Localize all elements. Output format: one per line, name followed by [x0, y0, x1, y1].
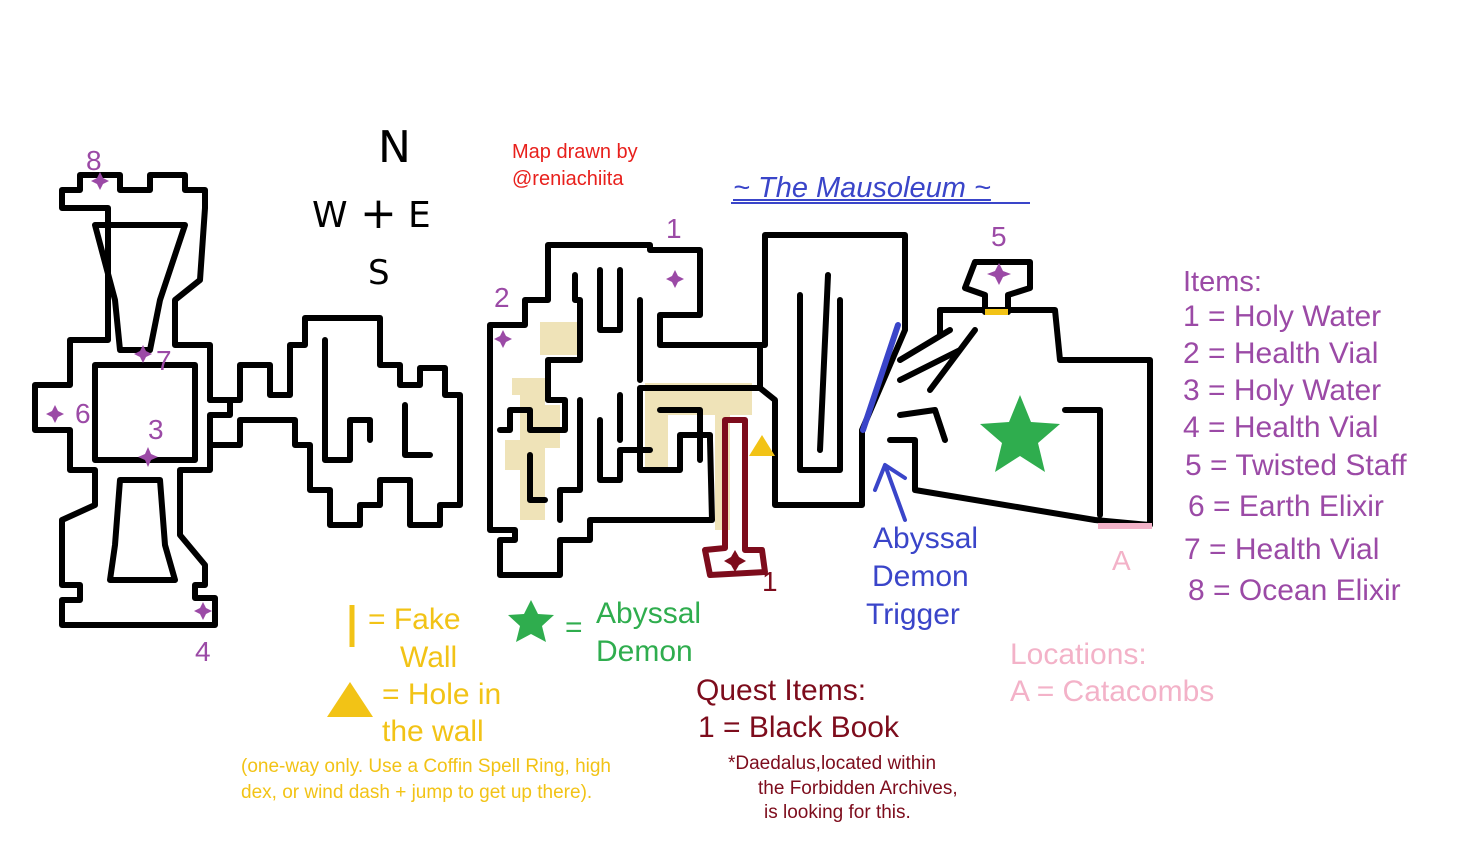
compass-west: W — [312, 195, 348, 236]
fake-wall-legend-line-2: Wall — [400, 641, 458, 674]
west-wing-lower-inner-wall — [107, 477, 178, 583]
mausoleum-hall-inner-wall — [797, 292, 843, 473]
compass-center: + — [360, 188, 397, 239]
walls — [32, 172, 1153, 628]
hole-note-line-1: (one-way only. Use a Coffin Spell Ring, … — [241, 756, 611, 777]
marker-item-5: 5 — [991, 221, 1007, 252]
boss-legend-equals: = — [565, 611, 583, 644]
boss-legend-star-icon — [508, 600, 554, 642]
items-legend-heading: Items: — [1183, 266, 1262, 298]
items-legend-entry: 3 = Holy Water — [1183, 374, 1382, 407]
items-legend-entry: 5 = Twisted Staff — [1185, 449, 1407, 482]
item-8-sparkle-icon — [91, 172, 109, 190]
item-3-sparkle-icon — [138, 447, 158, 467]
marker-item-2: 2 — [494, 282, 510, 313]
credit-line-1: Map drawn by — [512, 141, 638, 163]
marker-item-3: 3 — [148, 414, 164, 445]
items-legend-entry: 2 = Health Vial — [1183, 337, 1379, 370]
trigger-arrow-icon — [873, 463, 907, 522]
quest-note-line-3: is looking for this. — [764, 802, 911, 823]
compass-east: E — [408, 195, 431, 236]
corridor-inner-wall-a — [322, 337, 373, 463]
credit-line-2: @reniachiita — [512, 168, 624, 190]
compass-north: N — [378, 122, 411, 173]
items-legend-entry: 8 = Ocean Elixir — [1188, 574, 1401, 607]
boss-legend-line-1: Abyssal — [596, 597, 702, 630]
central-maze-inner-wall-c — [617, 392, 703, 463]
marker-item-1: 1 — [666, 213, 682, 244]
boss-chamber-inner-wall — [1062, 407, 1103, 518]
marker-quest-1: 1 — [762, 566, 778, 597]
abyssal-demon-trigger-line — [860, 322, 901, 433]
hole-legend-line-2: the wall — [382, 715, 484, 748]
quest-legend-entry: 1 = Black Book — [698, 711, 899, 744]
hole-note-line-2: dex, or wind dash + jump to get up there… — [241, 781, 593, 803]
map-title: ~ The Mausoleum ~ — [733, 172, 991, 204]
quest-corridor-wall — [702, 417, 768, 578]
marker-item-7: 7 — [156, 345, 172, 376]
marker-item-8: 8 — [86, 145, 102, 176]
item-5-alcove-wall — [962, 259, 1033, 315]
quest-note-line-2: the Forbidden Archives, — [758, 778, 958, 799]
marker-item-4: 4 — [195, 636, 211, 667]
quest-item-sparkle-icon — [724, 550, 746, 572]
item-2-sparkle-icon — [494, 330, 512, 348]
corridor-inner-wall-b — [402, 402, 433, 458]
west-wing-room-wall — [92, 362, 198, 463]
items-legend-entry: 4 = Health Vial — [1183, 411, 1379, 444]
items-legend-entry: 1 = Holy Water — [1183, 300, 1382, 333]
central-maze-inner-wall-b — [527, 267, 653, 523]
secret-floor-left — [540, 322, 577, 355]
mausoleum-hall-wall — [717, 232, 908, 508]
abyssal-demon-star-icon — [980, 395, 1060, 472]
item-7-sparkle-icon — [134, 345, 152, 363]
compass-south: S — [368, 253, 390, 293]
item-5-sparkle-icon — [987, 263, 1011, 285]
item-1-sparkle-icon — [666, 270, 684, 288]
secret-floor-mid — [505, 378, 560, 520]
hole-legend-note: (one-way only. Use a Coffin Spell Ring, … — [241, 754, 611, 805]
fake-wall-legend-line-1: = Fake — [368, 603, 461, 636]
marker-location-a: A — [1112, 545, 1131, 576]
west-wing-inner-wall — [92, 222, 188, 353]
map-credit: Map drawn by @reniachiita — [512, 139, 638, 193]
locations-legend-entry: A = Catacombs — [1010, 675, 1215, 708]
quest-note-line-1: *Daedalus,located within — [728, 753, 937, 774]
west-wing-outer-wall — [32, 172, 233, 628]
trigger-label-line-3: Trigger — [866, 598, 960, 631]
mausoleum-hall-pillar — [817, 272, 831, 453]
boss-chamber-gate-wall — [897, 307, 978, 443]
hole-in-wall-legend-triangle — [327, 682, 373, 717]
items-legend-entry: 6 = Earth Elixir — [1188, 490, 1384, 523]
central-maze-inner-wall-a — [497, 272, 583, 433]
central-maze-outer-wall — [487, 242, 763, 578]
locations-legend-heading: Locations: — [1010, 638, 1147, 671]
item-4-sparkle-icon — [194, 602, 212, 620]
hole-in-wall-marker — [749, 435, 775, 456]
marker-item-6: 6 — [75, 398, 91, 429]
hole-legend-line-1: = Hole in — [382, 678, 502, 711]
items-legend-entry: 7 = Health Vial — [1184, 533, 1380, 566]
trigger-label-line-1: Abyssal — [873, 522, 979, 555]
item-markers — [46, 172, 1011, 620]
west-corridor-wall — [207, 315, 463, 528]
quest-legend-heading: Quest Items: — [696, 674, 867, 707]
item-6-sparkle-icon — [46, 405, 64, 423]
trigger-label-line-2: Demon — [872, 560, 969, 593]
boss-legend-line-2: Demon — [596, 635, 693, 668]
